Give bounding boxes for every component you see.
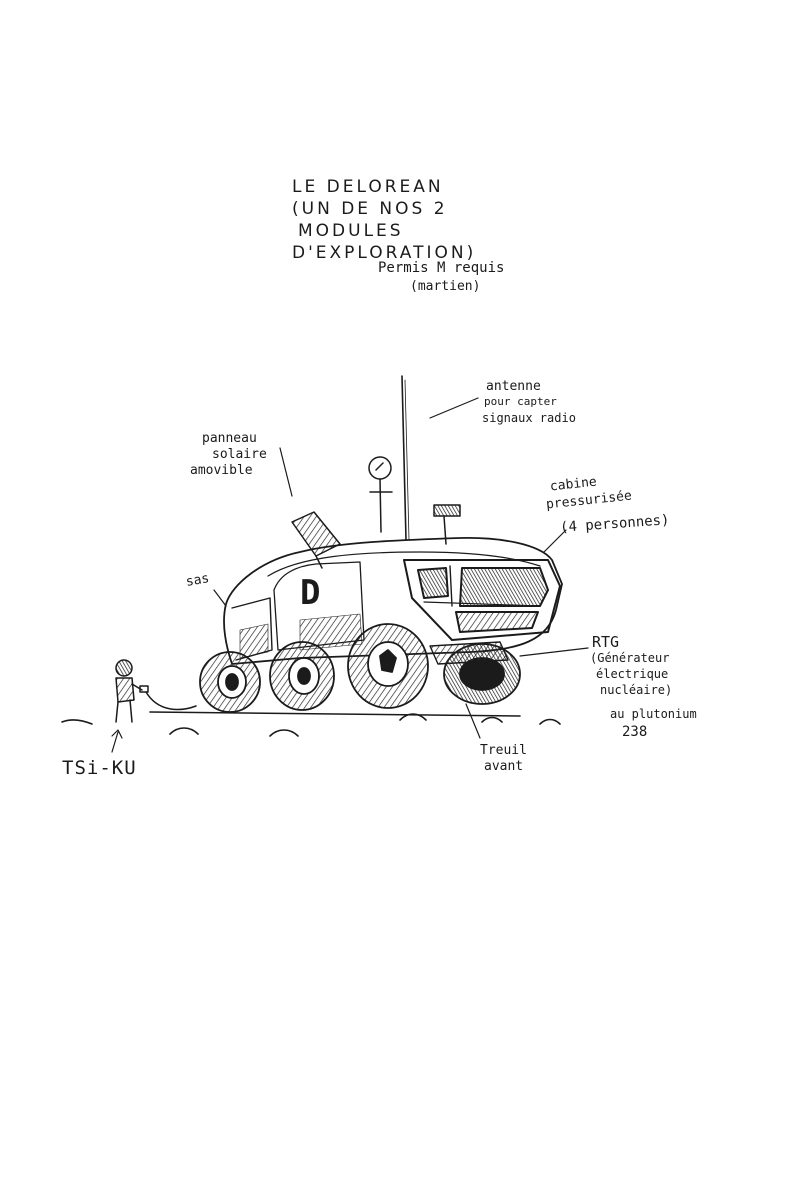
- cabin-leader: [543, 529, 567, 553]
- solar-panel: [291, 511, 341, 569]
- solar-label-3: amovible: [190, 463, 253, 478]
- leader-lines: [111, 397, 589, 753]
- cabin-window: [403, 559, 561, 641]
- ground-line: [61, 711, 561, 737]
- solar-label-2: solaire: [212, 447, 267, 462]
- permit-note: Permis M requis: [378, 260, 505, 276]
- solar-leader: [279, 447, 293, 497]
- title-line-2: (UN DE NOS 2: [292, 199, 448, 219]
- antenna-label-1: antenne: [486, 379, 541, 394]
- antenna: [401, 375, 410, 541]
- rtg-label-2: (Générateur: [590, 651, 670, 665]
- rtg-label-4: nucléaire): [600, 683, 673, 697]
- astronaut-arrow: [111, 729, 123, 753]
- wheel-front: [199, 651, 261, 713]
- wheel-third: [347, 623, 429, 709]
- vehicle-letter: D: [300, 573, 320, 613]
- radio-dish: [368, 456, 393, 533]
- rtg-leader: [519, 647, 589, 657]
- winch-leader: [465, 703, 481, 739]
- plutonium-label-1: au plutonium: [610, 707, 697, 721]
- winch-label-1: Treuil: [480, 743, 527, 758]
- antenna-label-3: signaux radio: [482, 411, 576, 425]
- title-block: LE DELOREAN (UN DE NOS 2 MODULES D'EXPLO…: [292, 176, 476, 264]
- rtg-label-1: RTG: [592, 633, 620, 651]
- antenna-label-2: pour capter: [484, 395, 557, 408]
- solar-label-1: panneau: [202, 431, 257, 446]
- airlock-leader: [213, 589, 227, 607]
- wheel-second: [269, 641, 335, 711]
- title-line-4: D'EXPLORATION): [292, 243, 477, 263]
- astronaut-figure: [115, 659, 197, 723]
- plutonium-label-2: 238: [622, 724, 648, 740]
- antenna-leader: [429, 397, 479, 419]
- astronaut-label: TSi-KU: [62, 757, 137, 779]
- winch-label-2: avant: [484, 759, 524, 774]
- title-line-1: LE DELOREAN: [292, 177, 444, 197]
- rtg-label-3: électrique: [596, 667, 669, 681]
- title-line-3: MODULES: [298, 221, 404, 241]
- rtg-unit: [429, 641, 509, 665]
- permit-subnote: (martien): [410, 279, 481, 294]
